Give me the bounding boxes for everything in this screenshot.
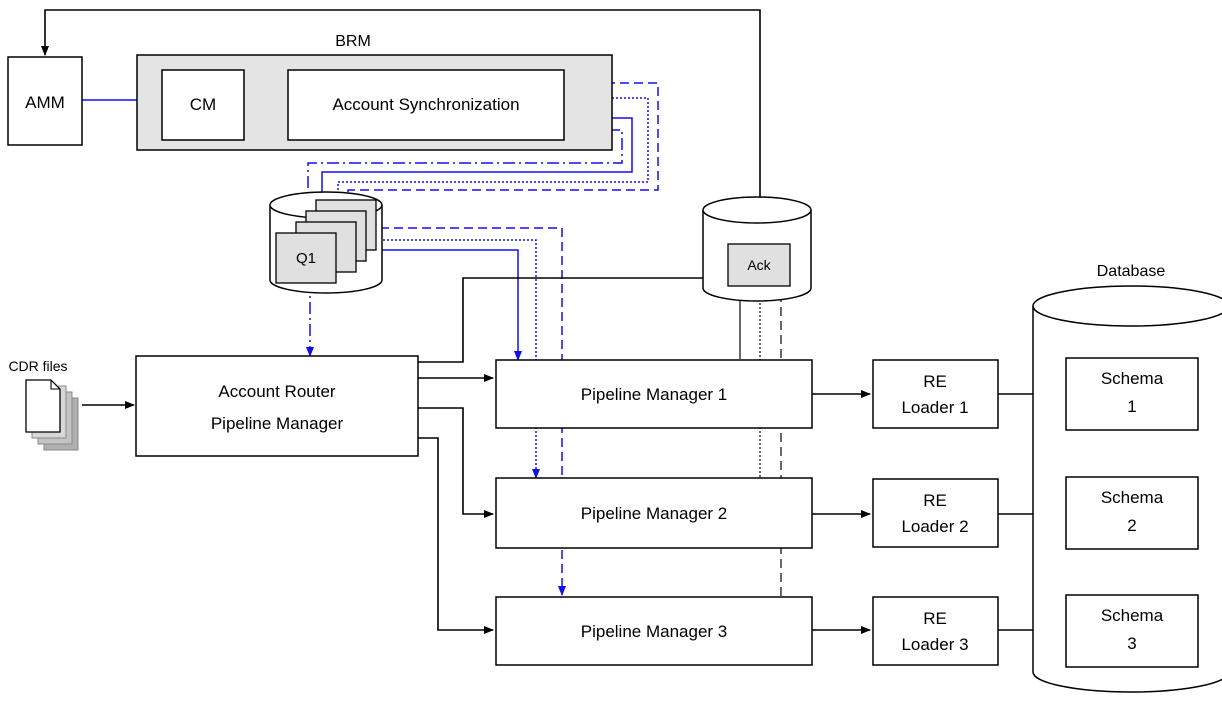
- re-loader-1-label-line1: RE: [923, 372, 947, 391]
- account-sync-box[interactable]: [287, 69, 565, 141]
- queue-card-front[interactable]: [275, 232, 337, 284]
- pipeline-manager-2-label: Pipeline Manager 2: [581, 504, 727, 523]
- ack-box[interactable]: [727, 243, 791, 287]
- account-router-label-line2: Pipeline Manager: [211, 414, 344, 433]
- cm-label: CM: [190, 95, 216, 114]
- re-loader-1-label-line2: Loader 1: [901, 398, 968, 417]
- pipeline-manager-3-label: Pipeline Manager 3: [581, 622, 727, 641]
- sync-to-queue-dashed: [344, 82, 659, 209]
- re-loader-1-box[interactable]: [872, 359, 999, 429]
- queue-label: Q1: [296, 250, 316, 267]
- pipeline-manager-1-box[interactable]: [495, 359, 813, 429]
- re-loader-3-box[interactable]: [872, 596, 999, 666]
- re-loader-2-label-line2: Loader 2: [901, 517, 968, 536]
- cm-box[interactable]: [161, 69, 245, 141]
- schema-2-label-line2: 2: [1127, 516, 1136, 535]
- pipeline-manager-2-box[interactable]: [495, 477, 813, 549]
- schema-2-label-line1: Schema: [1101, 488, 1164, 507]
- amm-label: AMM: [25, 93, 65, 112]
- router-to-pm3-line: [418, 437, 494, 634]
- schema-1-label-line1: Schema: [1101, 369, 1164, 388]
- queue-cylinder: Q1: [269, 191, 383, 294]
- schema-3-label-line1: Schema: [1101, 606, 1164, 625]
- re-loader-3-label-line2: Loader 3: [901, 635, 968, 654]
- account-router-box[interactable]: [135, 355, 419, 457]
- schema-3-label-line2: 3: [1127, 634, 1136, 653]
- ack-cylinder: Ack: [702, 196, 812, 302]
- schema-1-label-line2: 1: [1127, 397, 1136, 416]
- ack-to-amm-line: [41, 9, 761, 245]
- queue-to-pm2-line: [375, 239, 540, 479]
- cdr-files-label: CDR files: [8, 358, 67, 374]
- ack-label: Ack: [747, 257, 771, 273]
- account-sync-label: Account Synchronization: [332, 95, 519, 114]
- database-label: Database: [1097, 263, 1166, 280]
- pipeline-manager-1-label: Pipeline Manager 1: [581, 385, 727, 404]
- queue-to-pm3-line: [380, 227, 566, 596]
- router-to-ack-line: [418, 274, 727, 363]
- pipeline-manager-3-box[interactable]: [495, 596, 813, 666]
- re-loader-2-box[interactable]: [872, 478, 999, 548]
- cdr-files-icon[interactable]: [25, 379, 79, 451]
- re-loader-2-label-line1: RE: [923, 491, 947, 510]
- router-to-pm2-line: [418, 407, 494, 518]
- account-router-label-line1: Account Router: [218, 382, 336, 401]
- re-loader-3-label-line1: RE: [923, 609, 947, 628]
- schema-2-box[interactable]: [1065, 476, 1199, 550]
- amm-box[interactable]: [7, 56, 83, 146]
- schema-3-box[interactable]: [1065, 594, 1199, 668]
- schema-1-box[interactable]: [1065, 357, 1199, 431]
- queue-to-pm1-line: [370, 249, 522, 361]
- brm-label: BRM: [335, 33, 371, 50]
